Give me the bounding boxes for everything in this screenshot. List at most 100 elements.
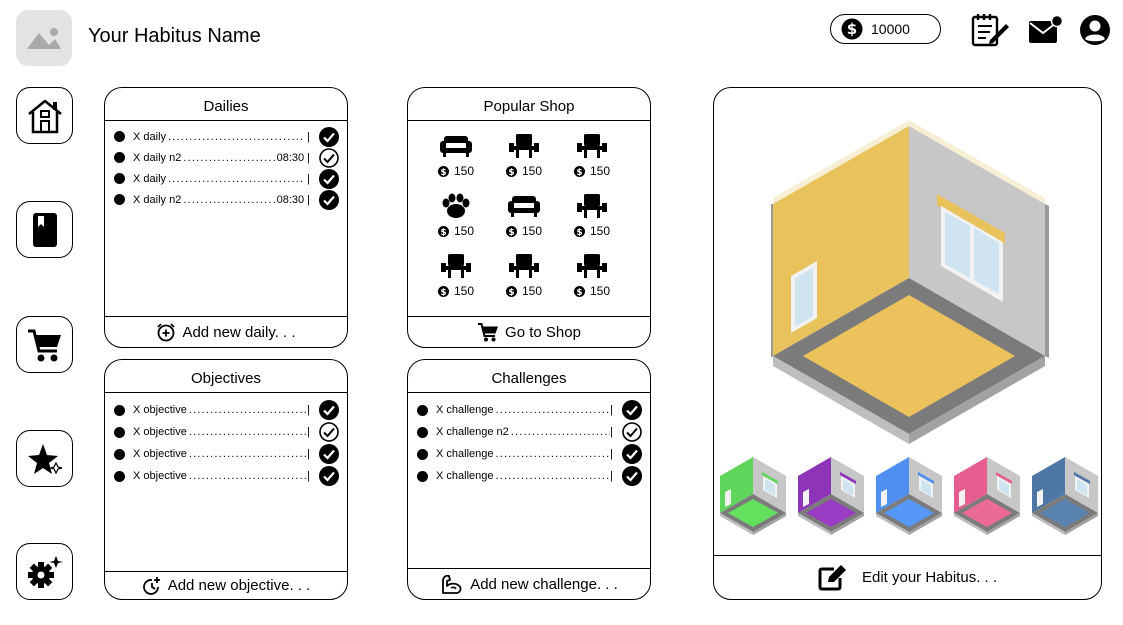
check-filled-icon[interactable] [622, 466, 642, 486]
list-item[interactable]: X challenge ............................… [408, 465, 650, 487]
shop-item[interactable]: $150 [422, 132, 490, 178]
svg-text:$: $ [440, 227, 446, 236]
avatar[interactable] [16, 10, 72, 66]
sidebar-achievements-button[interactable] [16, 430, 73, 487]
add-challenge-button[interactable]: Add new challenge. . . [408, 568, 650, 599]
item-label: X challenge [436, 448, 494, 460]
check-filled-icon[interactable] [319, 126, 339, 147]
list-item[interactable]: X challenge n2 .........................… [408, 421, 650, 443]
check-outline-icon[interactable] [319, 422, 339, 442]
list-item[interactable]: X objective ............................… [105, 443, 347, 465]
coin-icon: $ [573, 225, 585, 237]
item-label: X challenge [436, 470, 494, 482]
mail-button[interactable] [1025, 10, 1065, 50]
sidebar-shop-button[interactable] [16, 316, 73, 373]
list-item[interactable]: X objective ............................… [105, 399, 347, 421]
bullet-icon [417, 448, 428, 460]
check-filled-icon[interactable] [319, 168, 339, 189]
item-price: $150 [505, 284, 542, 298]
check-filled-icon[interactable] [319, 400, 339, 420]
price-value: 150 [589, 284, 611, 298]
sidebar-home-button[interactable] [16, 87, 73, 144]
sidebar-settings-button[interactable] [16, 543, 73, 600]
check-outline-icon[interactable] [622, 422, 642, 442]
add-challenge-label: Add new challenge. . . [470, 575, 618, 593]
item-label: X objective [133, 448, 187, 460]
coin-icon: $ [841, 18, 863, 40]
item-label: X daily [133, 130, 167, 143]
notepad-pencil-icon [971, 14, 1009, 47]
habitus-panel: Edit your Habitus. . . [713, 87, 1102, 600]
add-daily-button[interactable]: Add new daily. . . [105, 316, 347, 347]
item-label: X daily n2 [133, 151, 182, 164]
list-item[interactable]: X challenge ............................… [408, 443, 650, 465]
svg-text:$: $ [440, 287, 446, 296]
shopping-cart-icon [27, 329, 61, 361]
theme-option-pink[interactable] [952, 454, 1022, 536]
coin-icon: $ [437, 285, 449, 297]
shop-item[interactable]: $150 [490, 192, 558, 238]
check-filled-icon[interactable] [622, 444, 642, 464]
list-item[interactable]: X objective ............................… [105, 421, 347, 443]
bullet-icon [114, 152, 125, 163]
chair-icon [509, 254, 539, 278]
chair-icon [577, 134, 607, 158]
star-sparkle-icon [27, 443, 62, 474]
svg-text:$: $ [576, 227, 582, 236]
shop-item[interactable]: $150 [558, 132, 626, 178]
home-icon [27, 99, 62, 133]
item-time: 08:30 [276, 193, 305, 206]
shop-item[interactable]: $150 [422, 252, 490, 298]
go-to-shop-button[interactable]: Go to Shop [408, 316, 650, 347]
list-item[interactable]: X objective ............................… [105, 465, 347, 487]
dailies-title: Dailies [105, 88, 347, 121]
coin-icon: $ [573, 285, 585, 297]
check-filled-icon[interactable] [622, 400, 642, 420]
list-item[interactable]: X daily ................................… [105, 168, 347, 189]
shop-item[interactable]: $150 [490, 252, 558, 298]
coin-amount: 10000 [871, 21, 910, 37]
notes-button[interactable] [970, 10, 1010, 50]
sofa-icon [508, 196, 540, 217]
profile-button[interactable] [1075, 10, 1115, 50]
price-value: 150 [589, 164, 611, 178]
shopping-cart-icon [478, 323, 499, 342]
edit-habitus-button[interactable]: Edit your Habitus. . . [714, 555, 1101, 599]
shop-item[interactable]: $150 [422, 192, 490, 238]
bullet-icon [114, 470, 125, 482]
item-price: $150 [437, 164, 474, 178]
list-item[interactable]: X daily n2 .............................… [105, 147, 347, 168]
theme-option-purple[interactable] [796, 454, 866, 536]
check-filled-icon[interactable] [319, 189, 339, 210]
item-price: $150 [573, 224, 610, 238]
shop-item[interactable]: $150 [490, 132, 558, 178]
chair-icon [577, 194, 607, 218]
list-item[interactable]: X challenge ............................… [408, 399, 650, 421]
shop-title: Popular Shop [408, 88, 650, 121]
check-filled-icon[interactable] [319, 444, 339, 464]
account-circle-icon [1080, 15, 1110, 45]
coin-icon: $ [505, 165, 517, 177]
theme-options [718, 454, 1100, 536]
svg-text:$: $ [847, 20, 857, 38]
item-label: X objective [133, 404, 187, 416]
history-add-icon [142, 576, 160, 595]
shop-item[interactable]: $150 [558, 192, 626, 238]
list-item[interactable]: X daily ................................… [105, 126, 347, 147]
theme-option-slate[interactable] [1030, 454, 1100, 536]
coin-icon: $ [573, 165, 585, 177]
check-outline-icon[interactable] [319, 147, 339, 168]
shop-item[interactable]: $150 [558, 252, 626, 298]
list-item[interactable]: X daily n2 .............................… [105, 189, 347, 210]
coin-icon: $ [437, 165, 449, 177]
svg-text:$: $ [508, 167, 514, 176]
svg-text:$: $ [440, 167, 446, 176]
theme-option-green[interactable] [718, 454, 788, 536]
room-preview[interactable] [769, 118, 1049, 448]
objectives-list: X objective ............................… [105, 393, 347, 487]
add-objective-button[interactable]: Add new objective. . . [105, 571, 347, 599]
bullet-icon [114, 173, 125, 184]
theme-option-blue[interactable] [874, 454, 944, 536]
sidebar-journal-button[interactable] [16, 201, 73, 258]
check-filled-icon[interactable] [319, 466, 339, 486]
